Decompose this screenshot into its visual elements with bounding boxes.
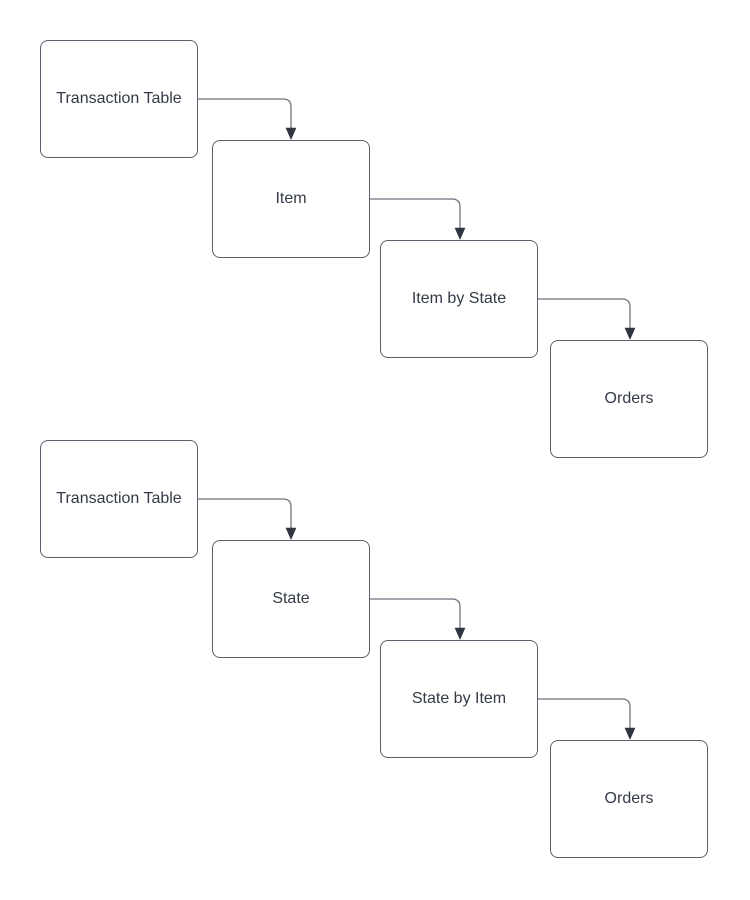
node-label: Orders	[604, 789, 654, 807]
node-label: Item	[275, 189, 307, 207]
connector-state-to-state-by-item[interactable]	[370, 598, 466, 640]
connector-item-by-state-to-orders[interactable]	[538, 298, 636, 340]
node-label: Orders	[604, 389, 654, 407]
node-orders-top[interactable]: Orders	[550, 340, 708, 458]
node-label: State	[272, 589, 310, 607]
node-orders-bottom[interactable]: Orders	[550, 740, 708, 858]
node-transaction-table-top[interactable]: Transaction Table	[40, 40, 198, 158]
node-state-by-item[interactable]: State by Item	[380, 640, 538, 758]
connector-transaction-table-to-item[interactable]	[198, 98, 297, 140]
connector-item-to-item-by-state[interactable]	[370, 198, 466, 240]
node-label: State by Item	[411, 689, 507, 707]
node-label: Transaction Table	[56, 489, 182, 507]
node-item-by-state[interactable]: Item by State	[380, 240, 538, 358]
node-item[interactable]: Item	[212, 140, 370, 258]
connector-transaction-table-to-state[interactable]	[198, 498, 297, 540]
node-transaction-table-bottom[interactable]: Transaction Table	[40, 440, 198, 558]
connector-state-by-item-to-orders[interactable]	[538, 698, 636, 740]
node-state[interactable]: State	[212, 540, 370, 658]
node-label: Item by State	[411, 289, 507, 307]
node-label: Transaction Table	[56, 89, 182, 107]
